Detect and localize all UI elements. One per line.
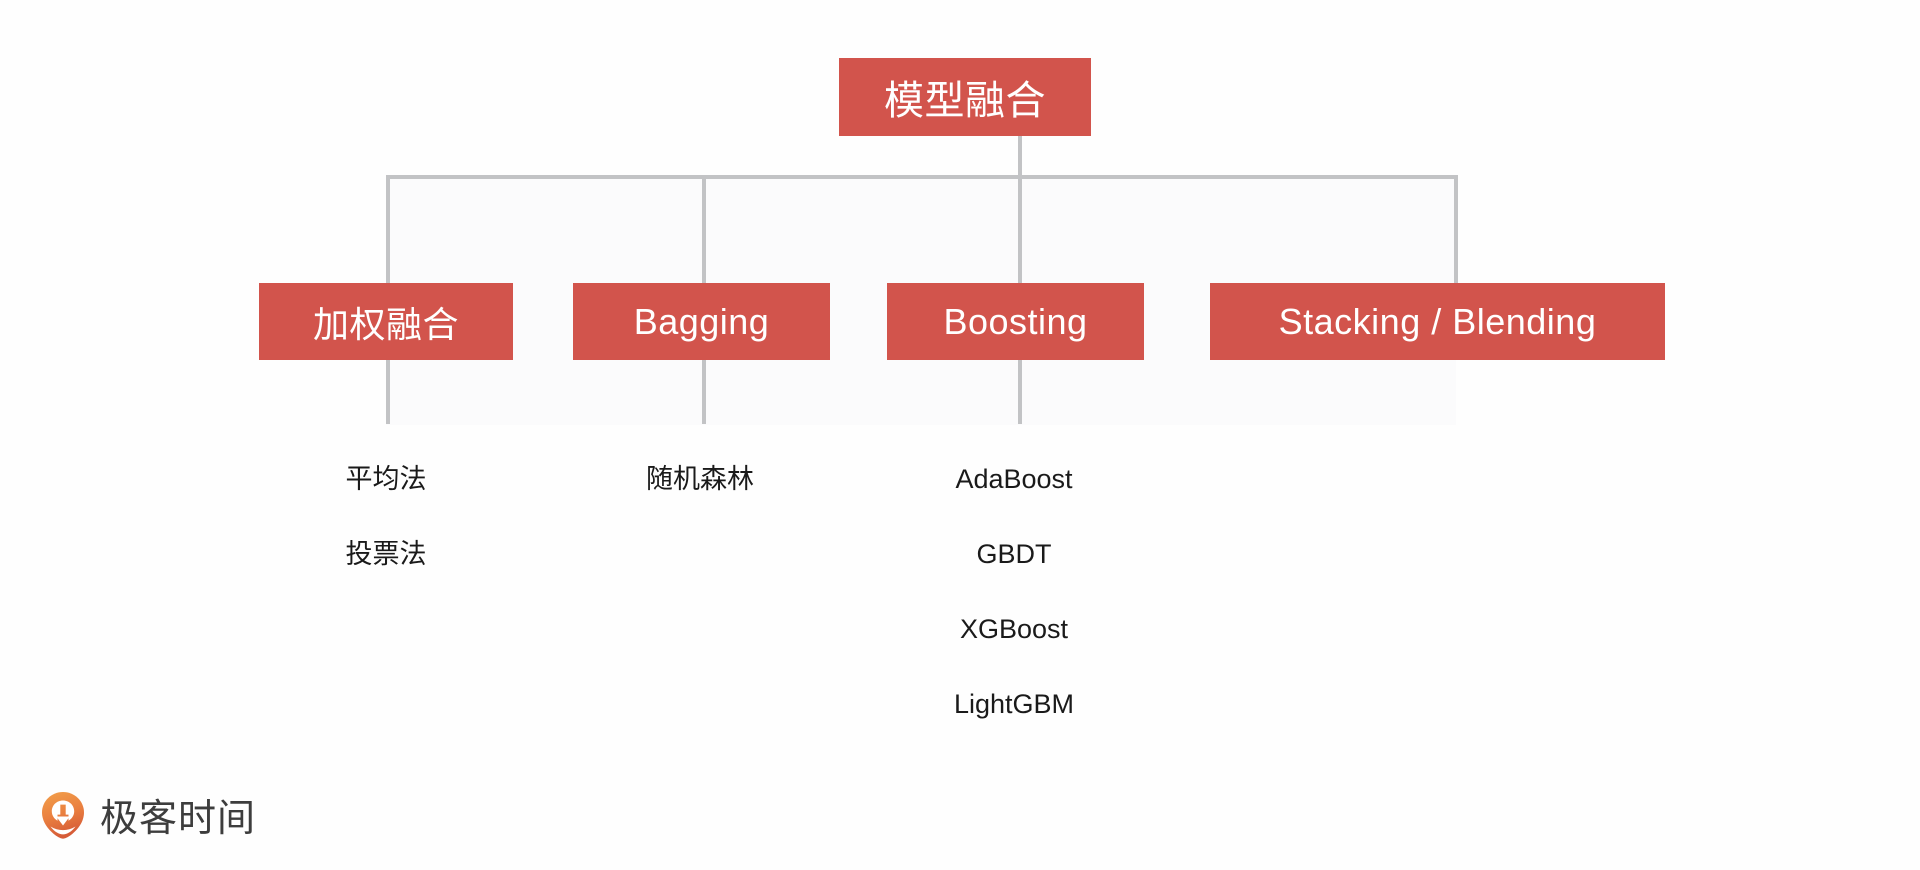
node-root-label: 模型融合 [884,79,1046,123]
node-branch-boosting[interactable]: Boosting [887,283,1144,360]
node-branch-label: 加权融合 [312,303,459,345]
connector-root-stem [1018,136,1022,177]
geektime-pin-icon [38,790,88,840]
brand-name: 极客时间 [100,798,257,840]
leaf-list-boosting: AdaBoost GBDT XGBoost LightGBM [884,466,1144,766]
node-branch-bagging[interactable]: Bagging [573,283,830,360]
connector-stub-bagging [702,360,706,424]
connector-drop-weighted [386,175,390,285]
leaf-item: 随机森林 [646,464,754,494]
leaf-item: AdaBoost [955,464,1073,494]
connector-stub-weighted [386,360,390,424]
leaf-list-weighted-fusion: 平均法 投票法 [256,466,516,616]
brand-logo: 极客时间 [38,787,256,842]
leaf-item: GBDT [976,539,1052,569]
connector-drop-stacking [1454,175,1458,285]
connector-drop-boosting [1018,175,1022,285]
node-branch-label: Bagging [633,300,770,342]
leaf-list-bagging: 随机森林 [570,466,830,541]
node-branch-weighted-fusion[interactable]: 加权融合 [259,283,513,360]
leaf-item: XGBoost [959,614,1069,644]
connector-drop-bagging [702,175,706,285]
leaf-item: 投票法 [345,539,427,569]
connector-horizontal-bus [386,175,1458,179]
connector-stub-boosting [1018,360,1022,424]
node-branch-stacking-blending[interactable]: Stacking / Blending [1210,283,1665,360]
node-branch-label: Stacking / Blending [1278,300,1597,342]
leaf-item: LightGBM [953,689,1075,719]
leaf-item: 平均法 [345,464,427,494]
node-root-model-ensemble[interactable]: 模型融合 [839,58,1091,136]
node-branch-label: Boosting [943,300,1088,342]
